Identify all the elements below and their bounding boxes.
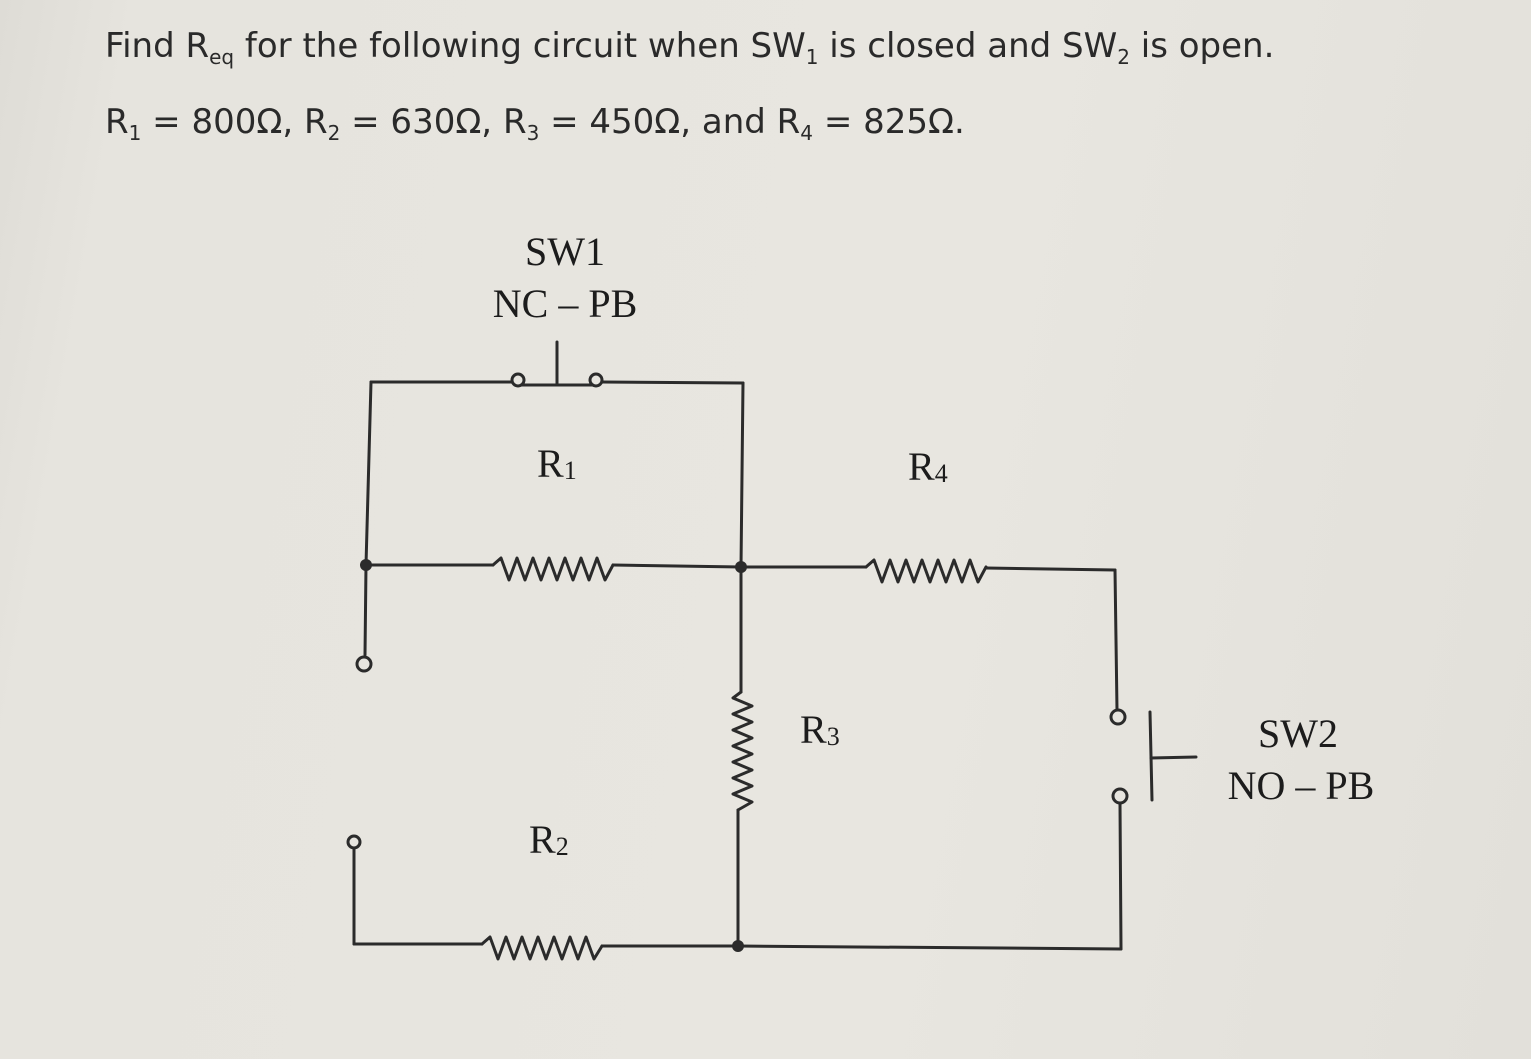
junction-bottom — [732, 940, 744, 952]
resistor-r2 — [480, 935, 604, 961]
problem-subscript-sw1: 1 — [805, 45, 819, 69]
r2-label-letter: R — [529, 817, 556, 862]
resistor-r3 — [731, 690, 754, 812]
sw2-contact-bottom — [1111, 787, 1129, 805]
given-r1-sub: 1 — [128, 121, 142, 145]
given-r1-letter: R — [105, 102, 129, 142]
r2-label: R2 — [529, 816, 569, 863]
given-r2-value: = 630Ω, — [340, 102, 503, 142]
r4-label-num: 4 — [934, 459, 948, 488]
sw1-contact-right — [588, 372, 604, 388]
wire-sw1-right — [600, 380, 745, 385]
given-r2-sub: 2 — [327, 121, 341, 145]
terminal-b — [346, 834, 362, 850]
problem-text-suffix: is open. — [1129, 26, 1275, 66]
r1-label-letter: R — [537, 441, 564, 486]
given-r3-value: = 450Ω, and — [539, 102, 777, 142]
given-r3-sub: 3 — [526, 121, 540, 145]
wire-r4-right — [984, 566, 1117, 572]
r3-label-num: 3 — [826, 722, 840, 751]
r2-label-num: 2 — [555, 832, 569, 861]
wire-bottom-right — [736, 944, 1123, 951]
r4-label: R4 — [908, 443, 948, 490]
problem-text-mid2: is closed and SW — [818, 26, 1118, 66]
given-r4-sub: 4 — [800, 121, 814, 145]
given-r4-letter: R — [776, 102, 801, 142]
wire-r1-right — [611, 563, 743, 569]
sw1-type-label: NC – PB — [492, 281, 638, 326]
wire-right-top — [1113, 568, 1119, 712]
wire-mid-top — [739, 381, 745, 569]
r3-label-letter: R — [800, 707, 827, 752]
problem-text-mid1: for the following circuit when SW — [234, 26, 806, 66]
r1-label: R1 — [537, 440, 577, 487]
terminal-a — [355, 655, 373, 673]
given-r3-letter: R — [502, 102, 527, 142]
sw1-switch — [369, 340, 745, 388]
problem-subscript-sw2: 2 — [1117, 45, 1130, 69]
sw2-bar — [1148, 710, 1154, 802]
r3-label: R3 — [800, 706, 840, 753]
sw2-contact-top — [1109, 708, 1127, 726]
r4-label-letter: R — [908, 444, 935, 489]
wire-left-top — [364, 380, 373, 567]
resistor-values: R1 = 800Ω, R2 = 630Ω, R3 = 450Ω, and R4 … — [105, 102, 965, 145]
sw2-switch — [1109, 708, 1198, 805]
junction-left — [360, 559, 372, 571]
sw2-plunger — [1149, 755, 1198, 760]
problem-statement: Find Req for the following circuit when … — [105, 26, 1274, 69]
resistor-r1 — [491, 556, 615, 582]
given-r4-value: = 825Ω. — [813, 102, 965, 142]
sw1-contact-left — [510, 372, 526, 388]
wire-left-to-terminal — [363, 563, 368, 657]
problem-text-find: Find R — [105, 26, 210, 66]
sw1-name-label: SW1 — [525, 229, 605, 274]
wire-right-bottom — [1118, 802, 1123, 951]
given-r1-value: = 800Ω, — [141, 102, 304, 142]
given-r2-letter: R — [303, 102, 328, 142]
r1-label-num: 1 — [563, 456, 577, 485]
problem-subscript-eq: eq — [209, 45, 235, 69]
sw2-name-label: SW2 — [1258, 711, 1338, 756]
resistor-r4 — [864, 558, 988, 584]
sw2-type-label: NO – PB — [1227, 763, 1375, 808]
junction-middle — [735, 561, 747, 573]
